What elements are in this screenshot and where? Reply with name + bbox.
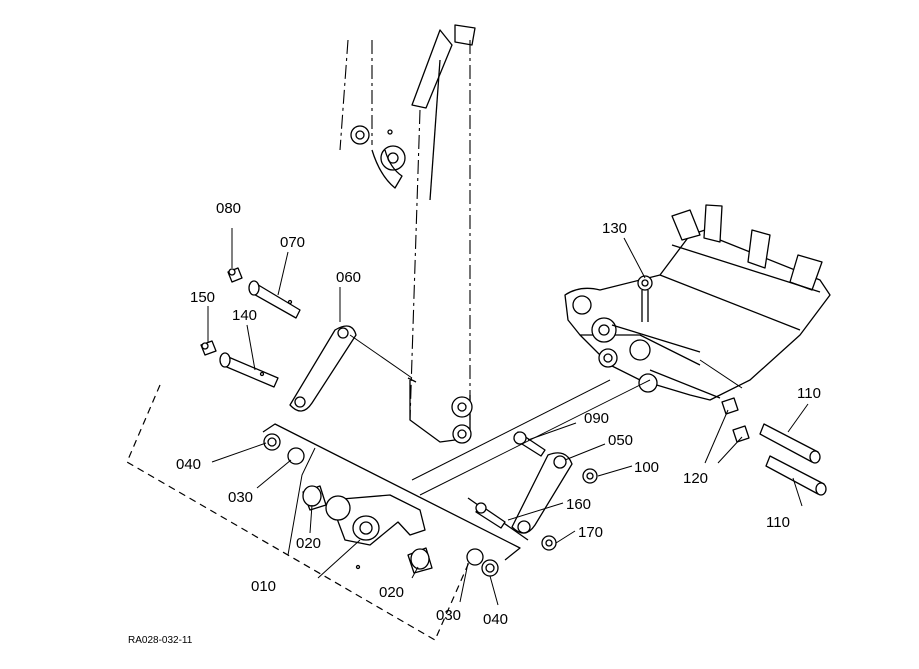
callout-150: 150	[190, 289, 215, 306]
pin-140	[219, 352, 279, 388]
callout-labels: 080 070 060 150 140 040 030 020 010 020 …	[176, 200, 821, 628]
collar-030-b	[466, 548, 484, 566]
nut-100	[582, 468, 598, 484]
callout-110-b: 110	[766, 514, 790, 531]
callout-090: 090	[584, 410, 609, 427]
bolt-090	[513, 431, 546, 457]
callout-170: 170	[578, 524, 603, 541]
callout-140: 140	[232, 307, 257, 324]
callout-040-a: 040	[176, 456, 201, 473]
callout-020-b: 020	[379, 584, 404, 601]
nut-170	[541, 535, 557, 551]
grease-fitting-120-a	[721, 397, 739, 415]
bushing-020-a	[302, 485, 327, 511]
drawing-code: RA028-032-11	[128, 635, 193, 646]
grease-fitting-150	[200, 340, 217, 356]
callout-030-a: 030	[228, 489, 253, 506]
link-plate-060	[289, 325, 413, 412]
pin-110-b	[765, 455, 827, 496]
leader-lines	[207, 228, 809, 606]
callout-060: 060	[336, 269, 361, 286]
grease-fitting-080	[227, 267, 243, 283]
callout-080: 080	[216, 200, 241, 217]
callout-070: 070	[280, 234, 305, 251]
callout-010: 010	[251, 578, 276, 595]
seal-040-b	[481, 559, 499, 577]
grease-fitting-120-b	[732, 425, 750, 443]
callout-040-b: 040	[483, 611, 508, 628]
bolt-160	[475, 502, 506, 529]
callout-130: 130	[602, 220, 627, 237]
callout-050: 050	[608, 432, 633, 449]
pin-070	[248, 280, 301, 319]
arm-illustration	[339, 24, 476, 444]
callout-160: 160	[566, 496, 591, 513]
bucket-illustration	[564, 204, 831, 401]
callout-020-a: 020	[296, 535, 321, 552]
callout-030-b: 030	[436, 607, 461, 624]
callout-120: 120	[683, 470, 708, 487]
callout-100: 100	[634, 459, 659, 476]
bushing-020-b	[407, 547, 433, 574]
lower-link-020	[325, 494, 426, 570]
seal-040-a	[263, 433, 281, 451]
collar-030-a	[287, 447, 305, 465]
pin-110-a	[759, 423, 821, 464]
link-plate-050	[511, 452, 573, 534]
callout-110-a: 110	[797, 385, 821, 402]
